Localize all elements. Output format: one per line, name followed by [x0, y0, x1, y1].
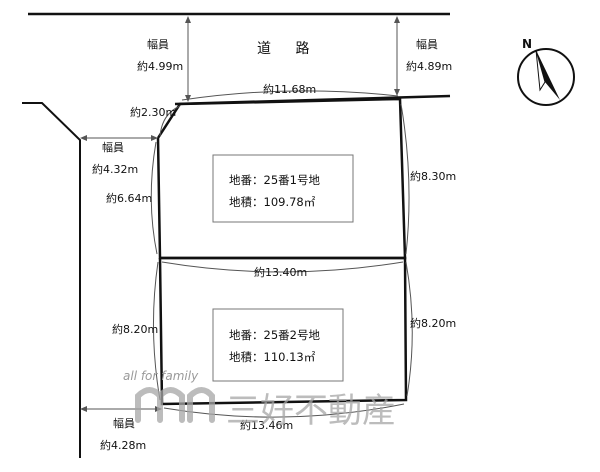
- dim-label-bottom-edge: 約13.46m: [240, 418, 293, 432]
- arrowhead: [185, 16, 191, 23]
- dim-curve-left-upper: [150, 141, 158, 255]
- width-label-top-left: 幅員: [147, 38, 169, 51]
- side-road-left-edge: [22, 102, 81, 458]
- watermark-company: 三好不動産: [226, 391, 396, 431]
- road-label: 道 路: [257, 41, 319, 57]
- dim-label-left-upper: 約6.64m: [106, 191, 152, 205]
- watermark-tagline: all for family: [123, 369, 199, 383]
- arrowhead: [80, 406, 87, 412]
- arrowhead: [80, 135, 87, 141]
- width-value-top-left: 約4.99m: [137, 59, 183, 73]
- dim-curve-left-lower: [152, 261, 161, 401]
- watermark: all for family 三好不動産: [123, 369, 396, 431]
- lot2-outline: [158, 256, 408, 406]
- dim-curve-middle: [161, 261, 404, 273]
- dim-curve-right-lower: [405, 261, 413, 397]
- arrowhead: [394, 16, 400, 23]
- dim-curve-corner: [159, 105, 181, 137]
- dim-label-middle-edge: 約13.40m: [254, 265, 307, 279]
- watermark-logo-icon: [135, 387, 215, 423]
- lot2-number: 地番：25番2号地: [229, 328, 320, 342]
- compass-ring: [517, 48, 575, 106]
- compass-north-label: N: [522, 37, 532, 51]
- dim-label-left-lower: 約8.20m: [112, 322, 158, 336]
- lot2-area: 地積：110.13㎡: [229, 350, 316, 364]
- compass-needle-light: [535, 49, 546, 92]
- arrowhead: [151, 135, 158, 141]
- dim-curve-top: [181, 90, 399, 101]
- compass-needle-dark: [536, 50, 560, 100]
- width-label-top-right: 幅員: [416, 38, 438, 51]
- compass: N: [517, 37, 575, 106]
- dim-label-right-lower: 約8.20m: [410, 316, 456, 330]
- lot1-area: 地積：109.78㎡: [229, 195, 316, 209]
- width-label-bottom-left: 幅員: [113, 417, 135, 430]
- arrowhead: [185, 95, 191, 102]
- lot2-info-box: [212, 308, 344, 382]
- width-label-left-mid: 幅員: [102, 141, 124, 154]
- dim-curve-bottom: [163, 403, 405, 418]
- width-value-left-mid: 約4.32m: [92, 162, 138, 176]
- lot1-number: 地番：25番1号地: [229, 173, 320, 187]
- lot1-info-box: [212, 154, 354, 223]
- dim-label-top-edge: 約11.68m: [263, 82, 316, 96]
- dim-curve-right-upper: [400, 103, 410, 255]
- dim-label-corner-cut: 約2.30m: [130, 105, 176, 119]
- arrowhead: [394, 89, 400, 96]
- width-value-bottom-left: 約4.28m: [100, 438, 146, 452]
- width-value-top-right: 約4.89m: [406, 59, 452, 73]
- lot1-outline: [156, 97, 407, 260]
- dim-label-right-upper: 約8.30m: [410, 169, 456, 183]
